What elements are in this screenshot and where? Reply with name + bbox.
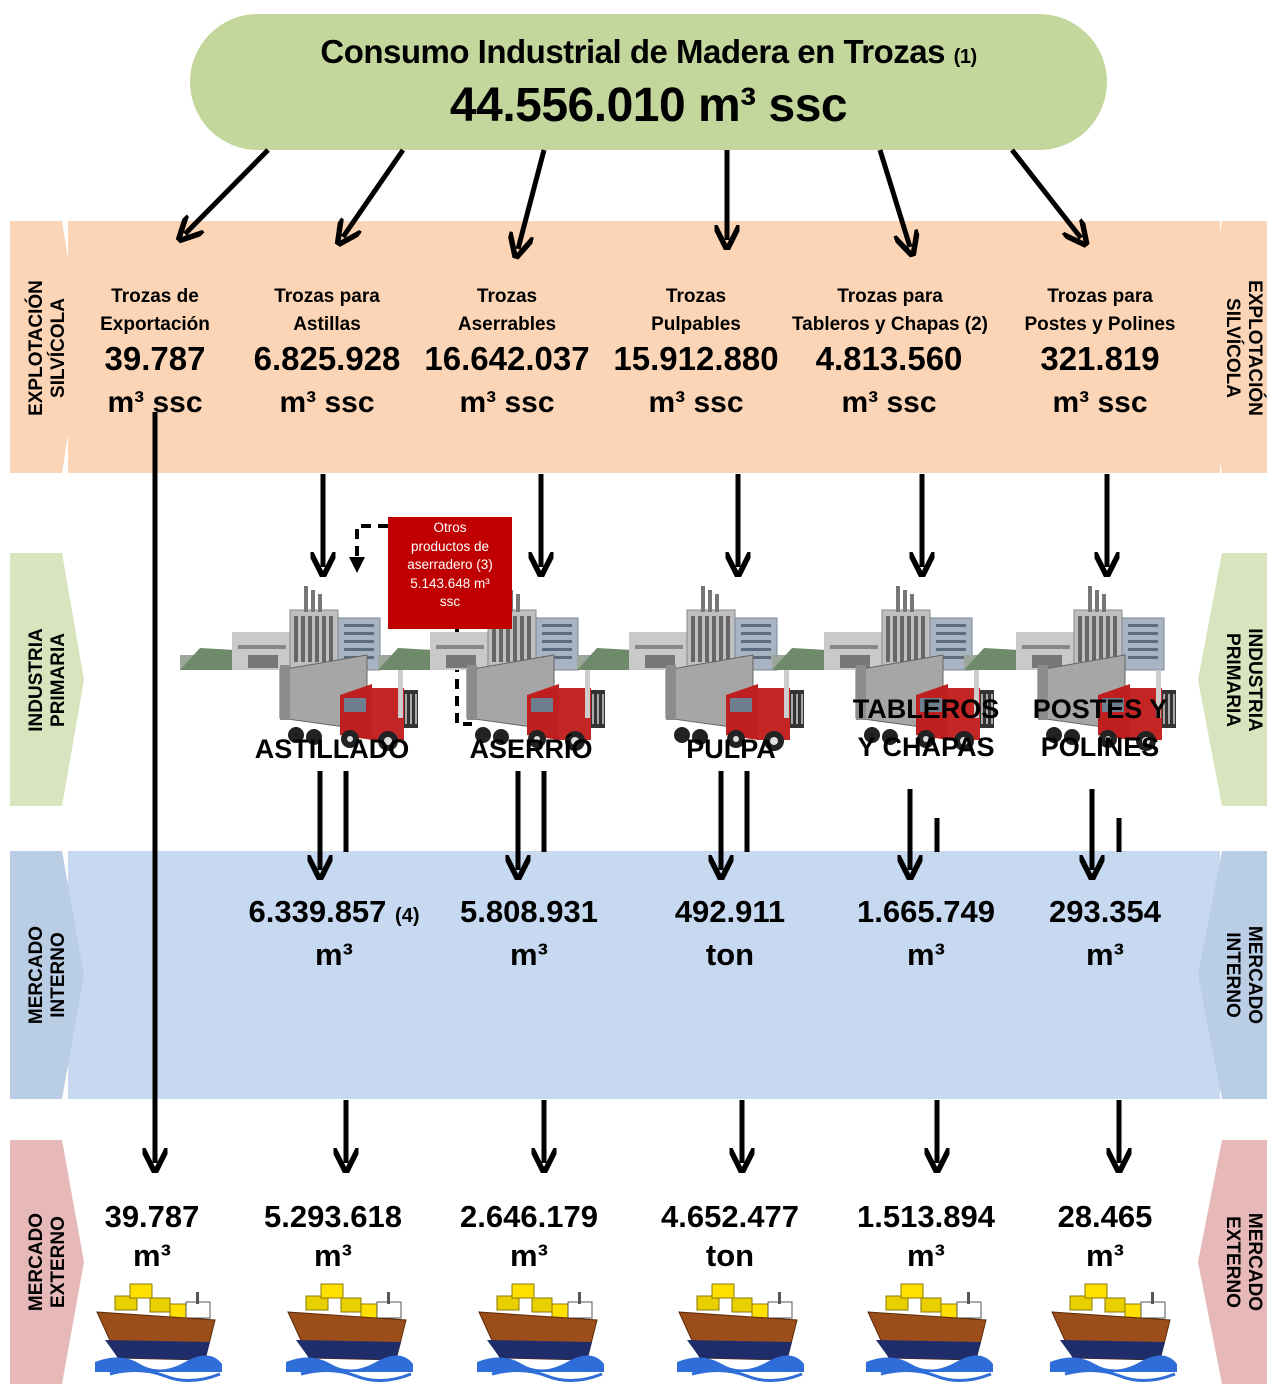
external-unit: m³ [314, 1238, 352, 1273]
internal-unit: m³ [315, 937, 353, 972]
external-value: 2.646.179 [460, 1199, 598, 1234]
external-unit: m³ [1086, 1238, 1124, 1273]
cargo-ship-icon [475, 1282, 606, 1383]
right-chevron-explotacion [1200, 221, 1267, 473]
external-value: 28.465 [1057, 1199, 1153, 1234]
process-label: ASERRÍO [469, 734, 593, 764]
to-industria-arrows [323, 474, 1107, 567]
external-unit: m³ [907, 1238, 945, 1273]
otros-dashed-links [349, 524, 472, 726]
to-interno-arrows [320, 771, 1122, 870]
category-value: 6.825.928 [253, 340, 401, 377]
internal-unit: ton [705, 937, 755, 972]
category-unit: m³ ssc [841, 386, 937, 419]
category-value: 4.813.560 [815, 340, 963, 377]
right-chevron-interno [1198, 851, 1267, 1099]
external-value: 4.652.477 [661, 1199, 799, 1234]
category-unit: m³ ssc [279, 386, 375, 419]
otros-productos-box: Otros productos de aserradero (3) 5.143.… [388, 517, 512, 629]
band-mercado-interno [68, 851, 1220, 1099]
internal-value: 293.354 [1048, 894, 1162, 929]
band-explotacion [68, 221, 1220, 473]
cargo-ship-icon [284, 1282, 415, 1383]
total-volume: 44.556.010 m³ ssc [449, 79, 848, 132]
category-value: 321.819 [1040, 340, 1160, 377]
cargo-ship-icon [95, 1283, 222, 1382]
internal-value: 1.665.749 [857, 894, 995, 929]
category-value: 16.642.037 [424, 340, 590, 377]
title-text: Consumo Industrial de Madera en Trozas [320, 33, 945, 70]
factory-icon [180, 586, 381, 671]
external-value: 5.293.618 [264, 1199, 402, 1234]
diagram-title: Consumo Industrial de Madera en Trozas (… [190, 33, 1107, 71]
category-unit: m³ ssc [648, 386, 744, 419]
internal-unit: m³ [907, 937, 945, 972]
cargo-ship-icon [1048, 1282, 1179, 1383]
to-externo-arrows [346, 1100, 1119, 1163]
process-label: ASTILLADO [254, 734, 410, 764]
truck-icon [279, 654, 418, 751]
process-label: PULPA [686, 734, 776, 764]
cargo-ship-icon [675, 1282, 806, 1383]
left-chevron-explotacion [10, 221, 82, 473]
left-chevron-externo [10, 1140, 84, 1384]
external-unit: m³ [510, 1238, 548, 1273]
internal-unit: m³ [1086, 937, 1124, 972]
category-unit: m³ ssc [107, 386, 203, 419]
right-chevron-industria [1198, 553, 1267, 806]
external-unit: m³ [133, 1238, 171, 1273]
cargo-ship-icon [864, 1282, 995, 1383]
internal-unit: m³ [510, 937, 548, 972]
external-unit: ton [705, 1238, 755, 1273]
factory-icon [963, 585, 1165, 671]
left-chevron-interno [10, 851, 84, 1099]
external-value: 1.513.894 [857, 1199, 995, 1234]
title-arrows [185, 148, 1081, 249]
title-footnote: (1) [953, 46, 977, 68]
category-unit: m³ ssc [1052, 386, 1148, 419]
right-chevron-externo [1198, 1140, 1267, 1384]
external-value: 39.787 [104, 1199, 200, 1234]
category-value: 39.787 [104, 340, 206, 377]
category-unit: m³ ssc [459, 386, 555, 419]
internal-value: 492.911 [674, 894, 786, 929]
internal-value: 6.339.857 (4) [248, 894, 420, 929]
title-pill [190, 14, 1107, 150]
internal-value: 5.808.931 [460, 894, 598, 929]
category-value: 15.912.880 [613, 340, 779, 377]
left-chevron-industria [10, 553, 84, 806]
